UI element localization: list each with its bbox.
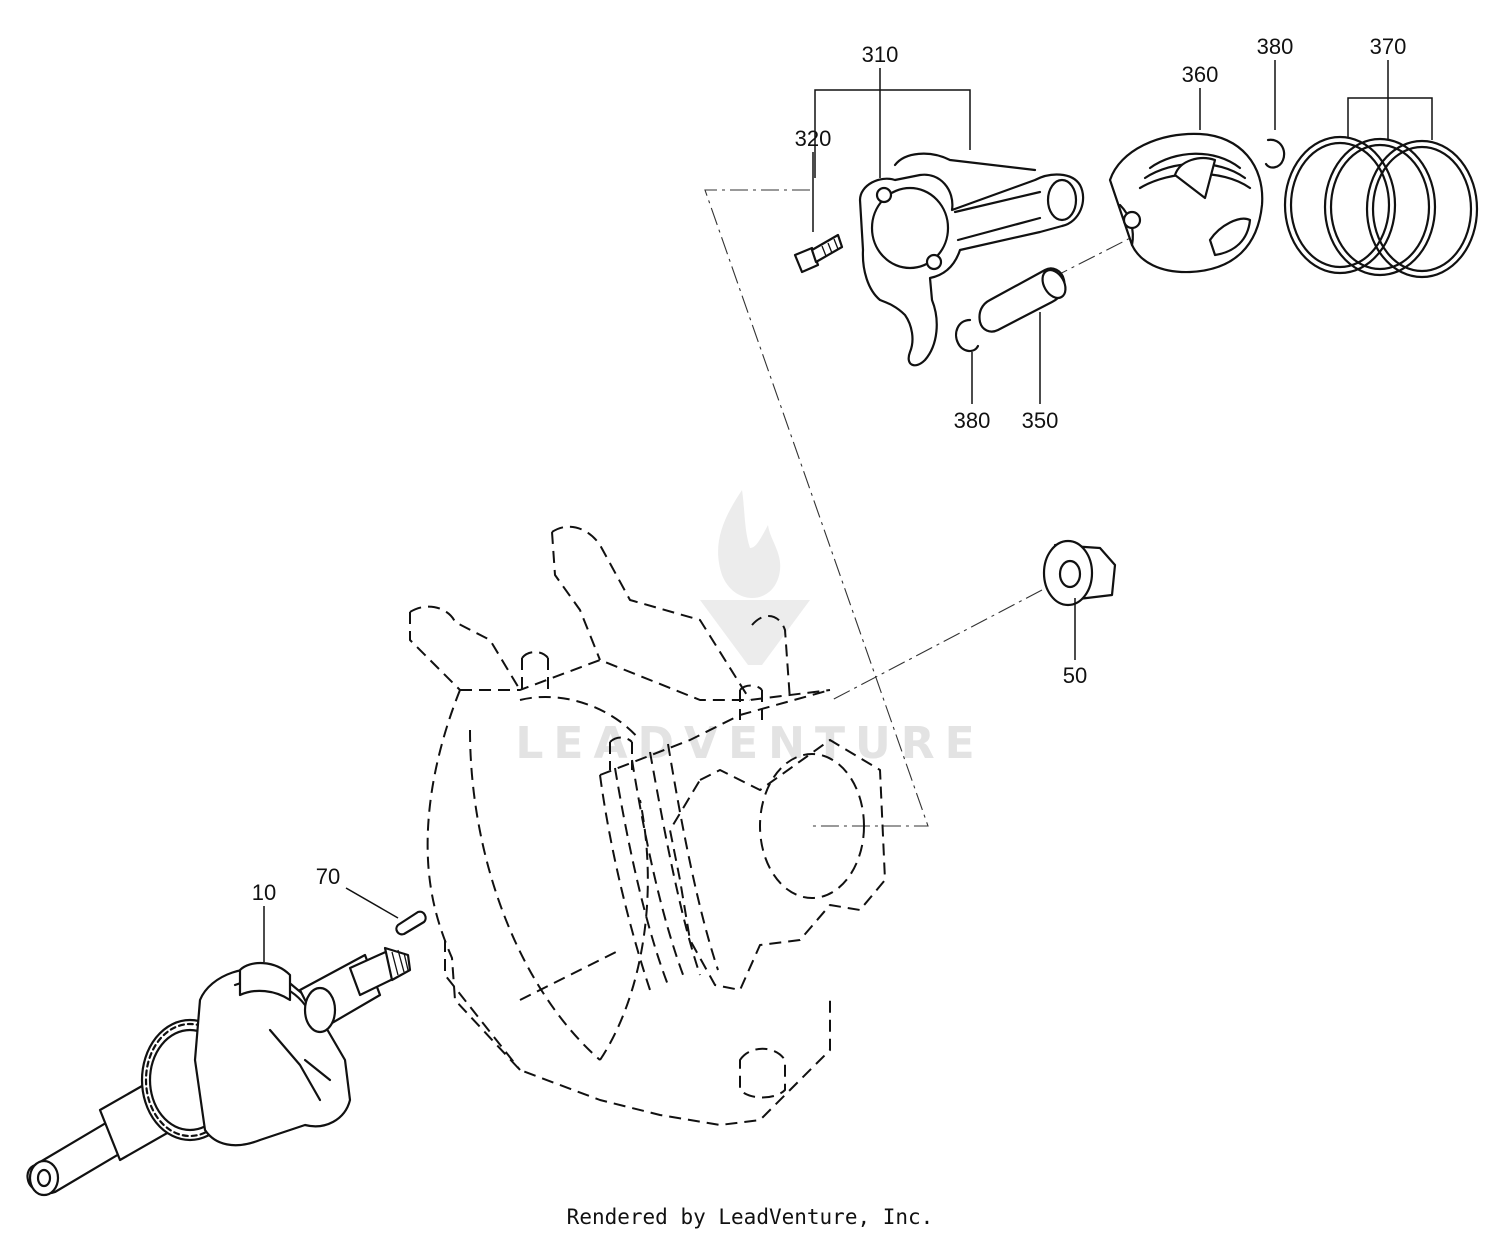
circlip-upper	[1264, 138, 1286, 169]
flange-bushing	[1042, 539, 1117, 607]
render-credit: Rendered by LeadVenture, Inc.	[566, 1205, 934, 1229]
watermark-logo: LEADVENTURE	[515, 490, 984, 769]
leader-370	[1347, 97, 1433, 140]
callout-380-bottom: 380	[954, 408, 991, 433]
callout-380-top: 380	[1257, 34, 1294, 59]
callout-320: 320	[795, 126, 832, 151]
crankshaft	[26, 946, 412, 1197]
assembly-chain-line	[704, 189, 929, 827]
callout-360: 360	[1182, 62, 1219, 87]
callout-10: 10	[252, 880, 276, 905]
piston-rings	[1283, 135, 1479, 279]
callout-70: 70	[316, 864, 340, 889]
rod-bolt	[793, 233, 844, 274]
connecting-rod	[858, 152, 1085, 367]
circlip-lower	[954, 318, 980, 353]
woodruff-key	[395, 910, 427, 936]
callout-50: 50	[1063, 663, 1087, 688]
piston-pin	[978, 267, 1067, 333]
callout-350: 350	[1022, 408, 1059, 433]
callout-370: 370	[1370, 34, 1407, 59]
crankcase-block	[409, 525, 886, 1126]
leader-310	[814, 89, 971, 178]
piston	[1108, 132, 1264, 274]
callout-310: 310	[862, 42, 899, 67]
watermark-text: LEADVENTURE	[515, 718, 984, 769]
bearing-axis-line	[831, 589, 1043, 701]
leader-70	[345, 887, 399, 919]
